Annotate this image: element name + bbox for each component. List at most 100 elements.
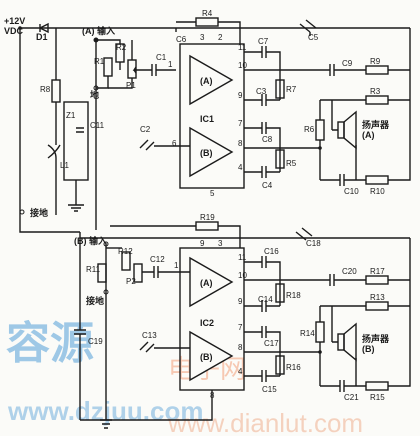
pin-11-a: 11 <box>238 43 247 52</box>
label-c16: C16 <box>264 247 279 256</box>
pin-8-b: 8 <box>238 343 243 352</box>
label-c17: C17 <box>264 339 279 348</box>
label-c20: C20 <box>342 267 357 276</box>
pin-9-a: 9 <box>238 91 243 100</box>
label-r1: R1 <box>94 57 105 66</box>
pin-10-a: 10 <box>238 61 247 70</box>
cap-c11 <box>76 127 84 133</box>
watermark-url-orange: www.dianlut.com <box>167 408 363 436</box>
label-c18: C18 <box>306 239 321 248</box>
speaker-b-cone <box>343 322 357 362</box>
pin-4-a: 4 <box>238 163 243 172</box>
pin-9-b: 9 <box>238 297 243 306</box>
resistor-r9 <box>365 65 389 75</box>
pin-3: 3 <box>200 33 205 42</box>
label-r12: R12 <box>118 247 133 256</box>
ic1-box <box>179 43 245 189</box>
pin-6-a: 6 <box>172 139 177 148</box>
label-p2: P2 <box>126 277 136 286</box>
resistor-r10 <box>365 175 389 185</box>
label-c10: C10 <box>344 187 359 196</box>
label-r6: R6 <box>304 125 315 134</box>
resistor-r3 <box>365 95 389 105</box>
label-c14: C14 <box>258 295 273 304</box>
ic2-label: IC2 <box>200 318 214 328</box>
label-r8: R8 <box>40 85 51 94</box>
speaker-b-label: 扬声器(B) <box>362 333 390 354</box>
label-c3: C3 <box>256 87 267 96</box>
speaker-a-label: 扬声器(A) <box>362 119 390 140</box>
label-c12: C12 <box>150 255 165 264</box>
label-r17: R17 <box>370 267 385 276</box>
resistor-r18 <box>275 283 285 303</box>
label-c5: C5 <box>308 33 319 42</box>
label-r11: R11 <box>86 265 101 274</box>
label-c8: C8 <box>262 135 273 144</box>
resistor-r11 <box>97 263 107 283</box>
watermark-url-blue: www.dzjuu.com <box>7 396 203 426</box>
zener-z1 <box>47 144 61 159</box>
speaker-a-cone <box>343 110 357 150</box>
resistor-r14 <box>315 321 325 343</box>
opamp-b <box>189 126 234 178</box>
label-c13: C13 <box>142 331 157 340</box>
pin-1-a: 1 <box>168 60 173 69</box>
resistor-r13 <box>365 301 389 311</box>
label-d1: D1 <box>36 32 48 42</box>
label-r7: R7 <box>286 85 297 94</box>
label-r15: R15 <box>370 393 385 402</box>
resistor-r7 <box>275 79 285 99</box>
label-r19: R19 <box>200 213 215 222</box>
resistor-r17 <box>365 275 389 285</box>
label-c1: C1 <box>156 53 167 62</box>
label-r2: R2 <box>116 43 127 52</box>
opamp-a <box>189 54 234 106</box>
resistor-r12 <box>121 251 131 271</box>
resistor-r4 <box>195 17 219 27</box>
pin-11-b: 11 <box>238 253 247 262</box>
input-a-label: (A) 输入 <box>82 25 115 36</box>
label-r5: R5 <box>286 159 297 168</box>
main-ground-label: 接地 <box>30 207 48 218</box>
speaker-b-body <box>337 333 345 351</box>
resistor-r15 <box>365 381 389 391</box>
ic1-label: IC1 <box>200 114 214 124</box>
label-c9: C9 <box>342 59 353 68</box>
pin-7-b: 7 <box>238 323 243 332</box>
resistor-r5 <box>275 149 285 169</box>
pin-8-a: 8 <box>238 139 243 148</box>
amp-b-label: (B) <box>200 148 213 158</box>
resistor-r8 <box>51 79 61 103</box>
pin-2: 2 <box>218 33 223 42</box>
amp-d-label: (B) <box>200 352 213 362</box>
label-r18: R18 <box>286 291 301 300</box>
resistor-r6 <box>315 119 325 141</box>
opamp-d <box>189 330 234 382</box>
input-b-label: (B) 输入 <box>74 235 107 246</box>
amp-c-label: (A) <box>200 278 213 288</box>
label-r13: R13 <box>370 293 385 302</box>
watermark-cn-blue: 容源 <box>6 318 94 369</box>
label-c4: C4 <box>262 181 273 190</box>
label-r16: R16 <box>286 363 301 372</box>
label-c2: C2 <box>140 125 151 134</box>
label-p1: P1 <box>126 81 136 90</box>
pin-10-b: 10 <box>238 271 247 280</box>
resistor-r16 <box>275 355 285 375</box>
pin-1-b: 1 <box>174 261 179 270</box>
label-c19: C19 <box>88 337 103 346</box>
label-r10: R10 <box>370 187 385 196</box>
resistor-r1 <box>103 57 113 77</box>
pin-9-b-top: 9 <box>200 239 205 248</box>
diode-d1 <box>38 22 49 34</box>
ground-symbol-a <box>68 180 84 212</box>
ground-a-label: 地 <box>90 89 99 100</box>
speaker-a-body <box>337 121 345 139</box>
label-c6: C6 <box>176 35 187 44</box>
pot-p2 <box>133 263 143 283</box>
resistor-r19 <box>195 221 219 231</box>
pin-7-a: 7 <box>238 119 243 128</box>
label-r9: R9 <box>370 57 381 66</box>
amp-a-label: (A) <box>200 76 213 86</box>
